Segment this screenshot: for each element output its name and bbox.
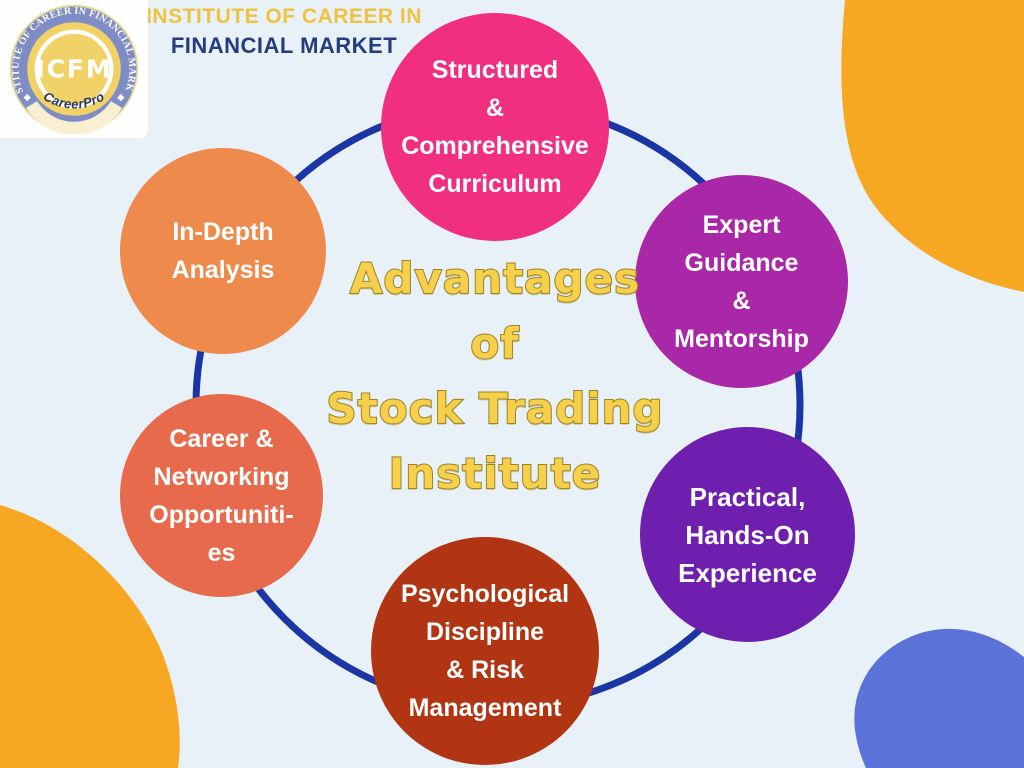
advantage-label: Psychological Discipline & Risk Manageme… (400, 580, 570, 722)
advantage-circle-practical-experience: Practical, Hands-On Experience (640, 427, 855, 642)
icfm-logo-badge: INSTITUTE OF CAREER IN FINANCIAL MARKET … (5, 4, 139, 134)
brand-line-2: FINANCIAL MARKET (170, 33, 398, 58)
advantage-label: Practical, Hands-On Experience (678, 481, 817, 588)
logo-bottom-text: CareerPro (41, 88, 107, 111)
advantage-circle-career-networking: Career & Networking Opportuniti- es (120, 394, 323, 597)
brand-line-1: INSTITUTE OF CAREER IN (146, 5, 422, 28)
logo: INSTITUTE OF CAREER IN FINANCIAL MARKET … (0, 0, 148, 138)
logo-bottom-band (25, 100, 123, 134)
advantage-label: Structured & Comprehensive Curriculum (401, 56, 589, 198)
advantage-circle-structured: Structured & Comprehensive Curriculum (381, 13, 609, 241)
title-line: of (469, 318, 520, 369)
logo-diamond-right (117, 93, 125, 102)
logo-inner-disc (27, 22, 121, 116)
advantage-label: Expert Guidance & Mentorship (674, 210, 809, 353)
blob-bottom-right (854, 628, 1024, 768)
advantage-label: Career & Networking Opportuniti- es (149, 424, 294, 567)
main-title: Advantages of Stock Trading Institute (300, 246, 690, 506)
advantage-circle-in-depth-analysis: In-Depth Analysis (120, 148, 326, 354)
blob-top-right (841, 0, 1024, 292)
advantage-circle-expert-guidance: Expert Guidance & Mentorship (635, 175, 848, 388)
logo-center-text: ICFM (36, 55, 113, 84)
brand-header: INSTITUTE OF CAREER IN FINANCIAL MARKET (146, 2, 422, 60)
title-line: Stock Trading (325, 383, 664, 434)
title-line: Institute (388, 448, 602, 499)
title-line: Advantages (349, 253, 641, 304)
advantage-label: In-Depth Analysis (171, 218, 275, 284)
logo-white-ring (34, 29, 114, 109)
blob-bottom-left (0, 505, 180, 768)
advantage-circle-psychological-discipline: Psychological Discipline & Risk Manageme… (371, 537, 599, 765)
